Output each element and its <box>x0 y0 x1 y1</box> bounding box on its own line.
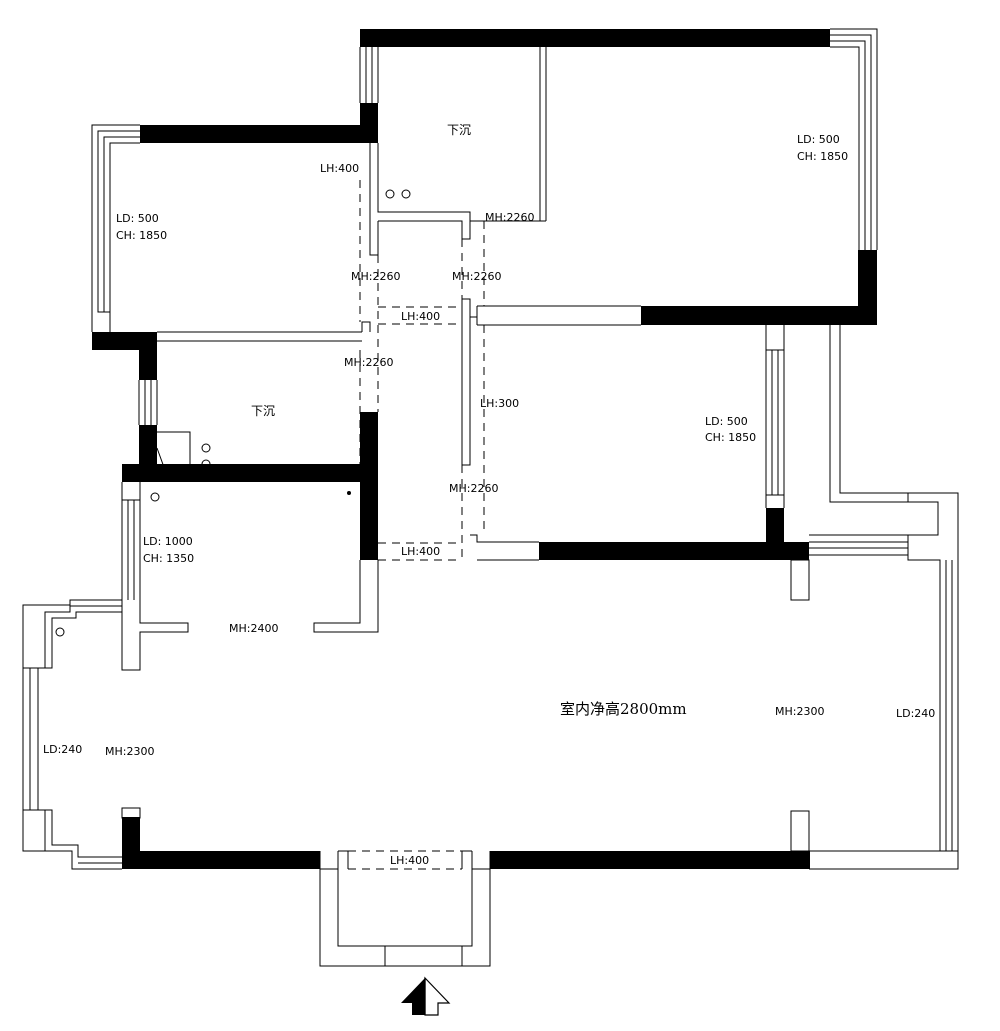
dimension-label: LD: 500 <box>797 133 840 146</box>
living-left-bay-inner2 <box>37 611 122 858</box>
wall-column-top <box>360 103 378 143</box>
lintel-height-label: LH:400 <box>390 854 429 867</box>
sunken-room-outline <box>377 143 546 222</box>
right-bedroom-door <box>470 534 539 543</box>
bay-window-top-left-2 <box>97 130 140 332</box>
lintel-height-label: LH:400 <box>401 545 440 558</box>
bay-window-top-right <box>830 28 878 250</box>
wall-bottom-left <box>122 851 320 869</box>
drain-icon <box>201 443 211 453</box>
right-balcony-bottom <box>809 850 959 870</box>
right-balcony-outline <box>829 325 959 851</box>
dimension-label: CH: 1350 <box>143 552 194 565</box>
entrance-outline <box>319 851 491 967</box>
study-left-pillar <box>121 600 189 671</box>
lintel-height-label: LH:400 <box>401 310 440 323</box>
door-height-label: MH:2300 <box>775 705 824 718</box>
door-height-label: MH:2300 <box>105 745 154 758</box>
wall-kitchen-left <box>139 425 157 473</box>
corridor-left-wall <box>361 321 371 332</box>
sunken-room-door <box>378 220 471 240</box>
ceiling-height-label: 室内净高2800mm <box>560 700 687 718</box>
entrance-jamb-left <box>338 850 349 869</box>
structural-walls <box>92 29 877 869</box>
dimension-label: LD: 500 <box>705 415 748 428</box>
wall-right-bedroom-bottom <box>539 542 809 560</box>
corridor-right-jamb <box>461 298 471 466</box>
bay-window-top-right-inner3 <box>830 46 860 250</box>
wall-top <box>360 29 830 47</box>
wall-study-right <box>360 412 378 560</box>
lintel-height-label: LH:300 <box>480 397 519 410</box>
outline-lines <box>22 28 959 967</box>
kitchen-fixture <box>156 431 191 471</box>
dashed-lines <box>348 180 485 870</box>
point-marker-icon <box>347 491 351 495</box>
fixtures <box>55 189 411 637</box>
drain-icon <box>55 627 65 637</box>
dimension-label: CH: 1850 <box>116 229 167 242</box>
door-height-label: MH:2260 <box>351 270 400 283</box>
right-living-pillar-bottom <box>790 810 810 852</box>
dimension-label: CH: 1850 <box>797 150 848 163</box>
room-label-sunken-mid: 下沉 <box>251 404 275 418</box>
wall-left-mid-vertical <box>139 332 157 380</box>
bay-window-top-left <box>91 124 140 332</box>
wall-bottom-left-column <box>122 817 140 869</box>
drain-icon <box>201 459 211 469</box>
entrance-arrow-icon <box>401 976 451 1016</box>
wall-mid-horizontal <box>641 306 877 325</box>
living-left-pillar <box>121 807 141 819</box>
living-left-bay <box>22 599 122 870</box>
right-balcony-inner <box>839 325 908 494</box>
bay-window-top-left-4 <box>109 142 140 312</box>
wall-kitchen-bottom <box>122 464 378 482</box>
window-depth-label: LD:240 <box>896 707 935 720</box>
dimension-label: CH: 1850 <box>705 431 756 444</box>
door-height-label: MH:2260 <box>485 211 534 224</box>
entrance-inner <box>337 851 473 947</box>
drain-icon <box>385 189 395 199</box>
wall-bottom-right <box>490 851 810 869</box>
bay-window-top-right-inner <box>830 34 872 250</box>
bay-window-top-left-3 <box>103 136 140 312</box>
door-height-label: MH:2400 <box>229 622 278 635</box>
entrance-jamb-right <box>461 850 472 869</box>
door-height-label: MH:2260 <box>449 482 498 495</box>
door-height-label: MH:2260 <box>452 270 501 283</box>
dimension-label: LD: 500 <box>116 212 159 225</box>
right-balcony-step <box>907 501 941 851</box>
living-left-bay-inner <box>29 605 122 851</box>
right-living-pillar <box>790 559 810 601</box>
wall-top-left-room-top <box>140 125 378 143</box>
door-height-label: MH:2260 <box>344 356 393 369</box>
drain-icon <box>150 492 160 502</box>
room-label-sunken-top: 下沉 <box>447 123 471 137</box>
lintel-height-label: LH:400 <box>320 162 359 175</box>
drain-icon <box>401 189 411 199</box>
sunken-room-inner <box>369 143 379 256</box>
text-labels: 下沉 下沉 室内净高2800mm LD: 500 CH: 1850 LD: 50… <box>43 123 935 867</box>
wall-right-col <box>766 508 784 560</box>
bay-window-top-right-inner2 <box>830 40 866 250</box>
study-door-right <box>313 560 379 633</box>
dimension-label: LD: 1000 <box>143 535 193 548</box>
window-depth-label: LD:240 <box>43 743 82 756</box>
